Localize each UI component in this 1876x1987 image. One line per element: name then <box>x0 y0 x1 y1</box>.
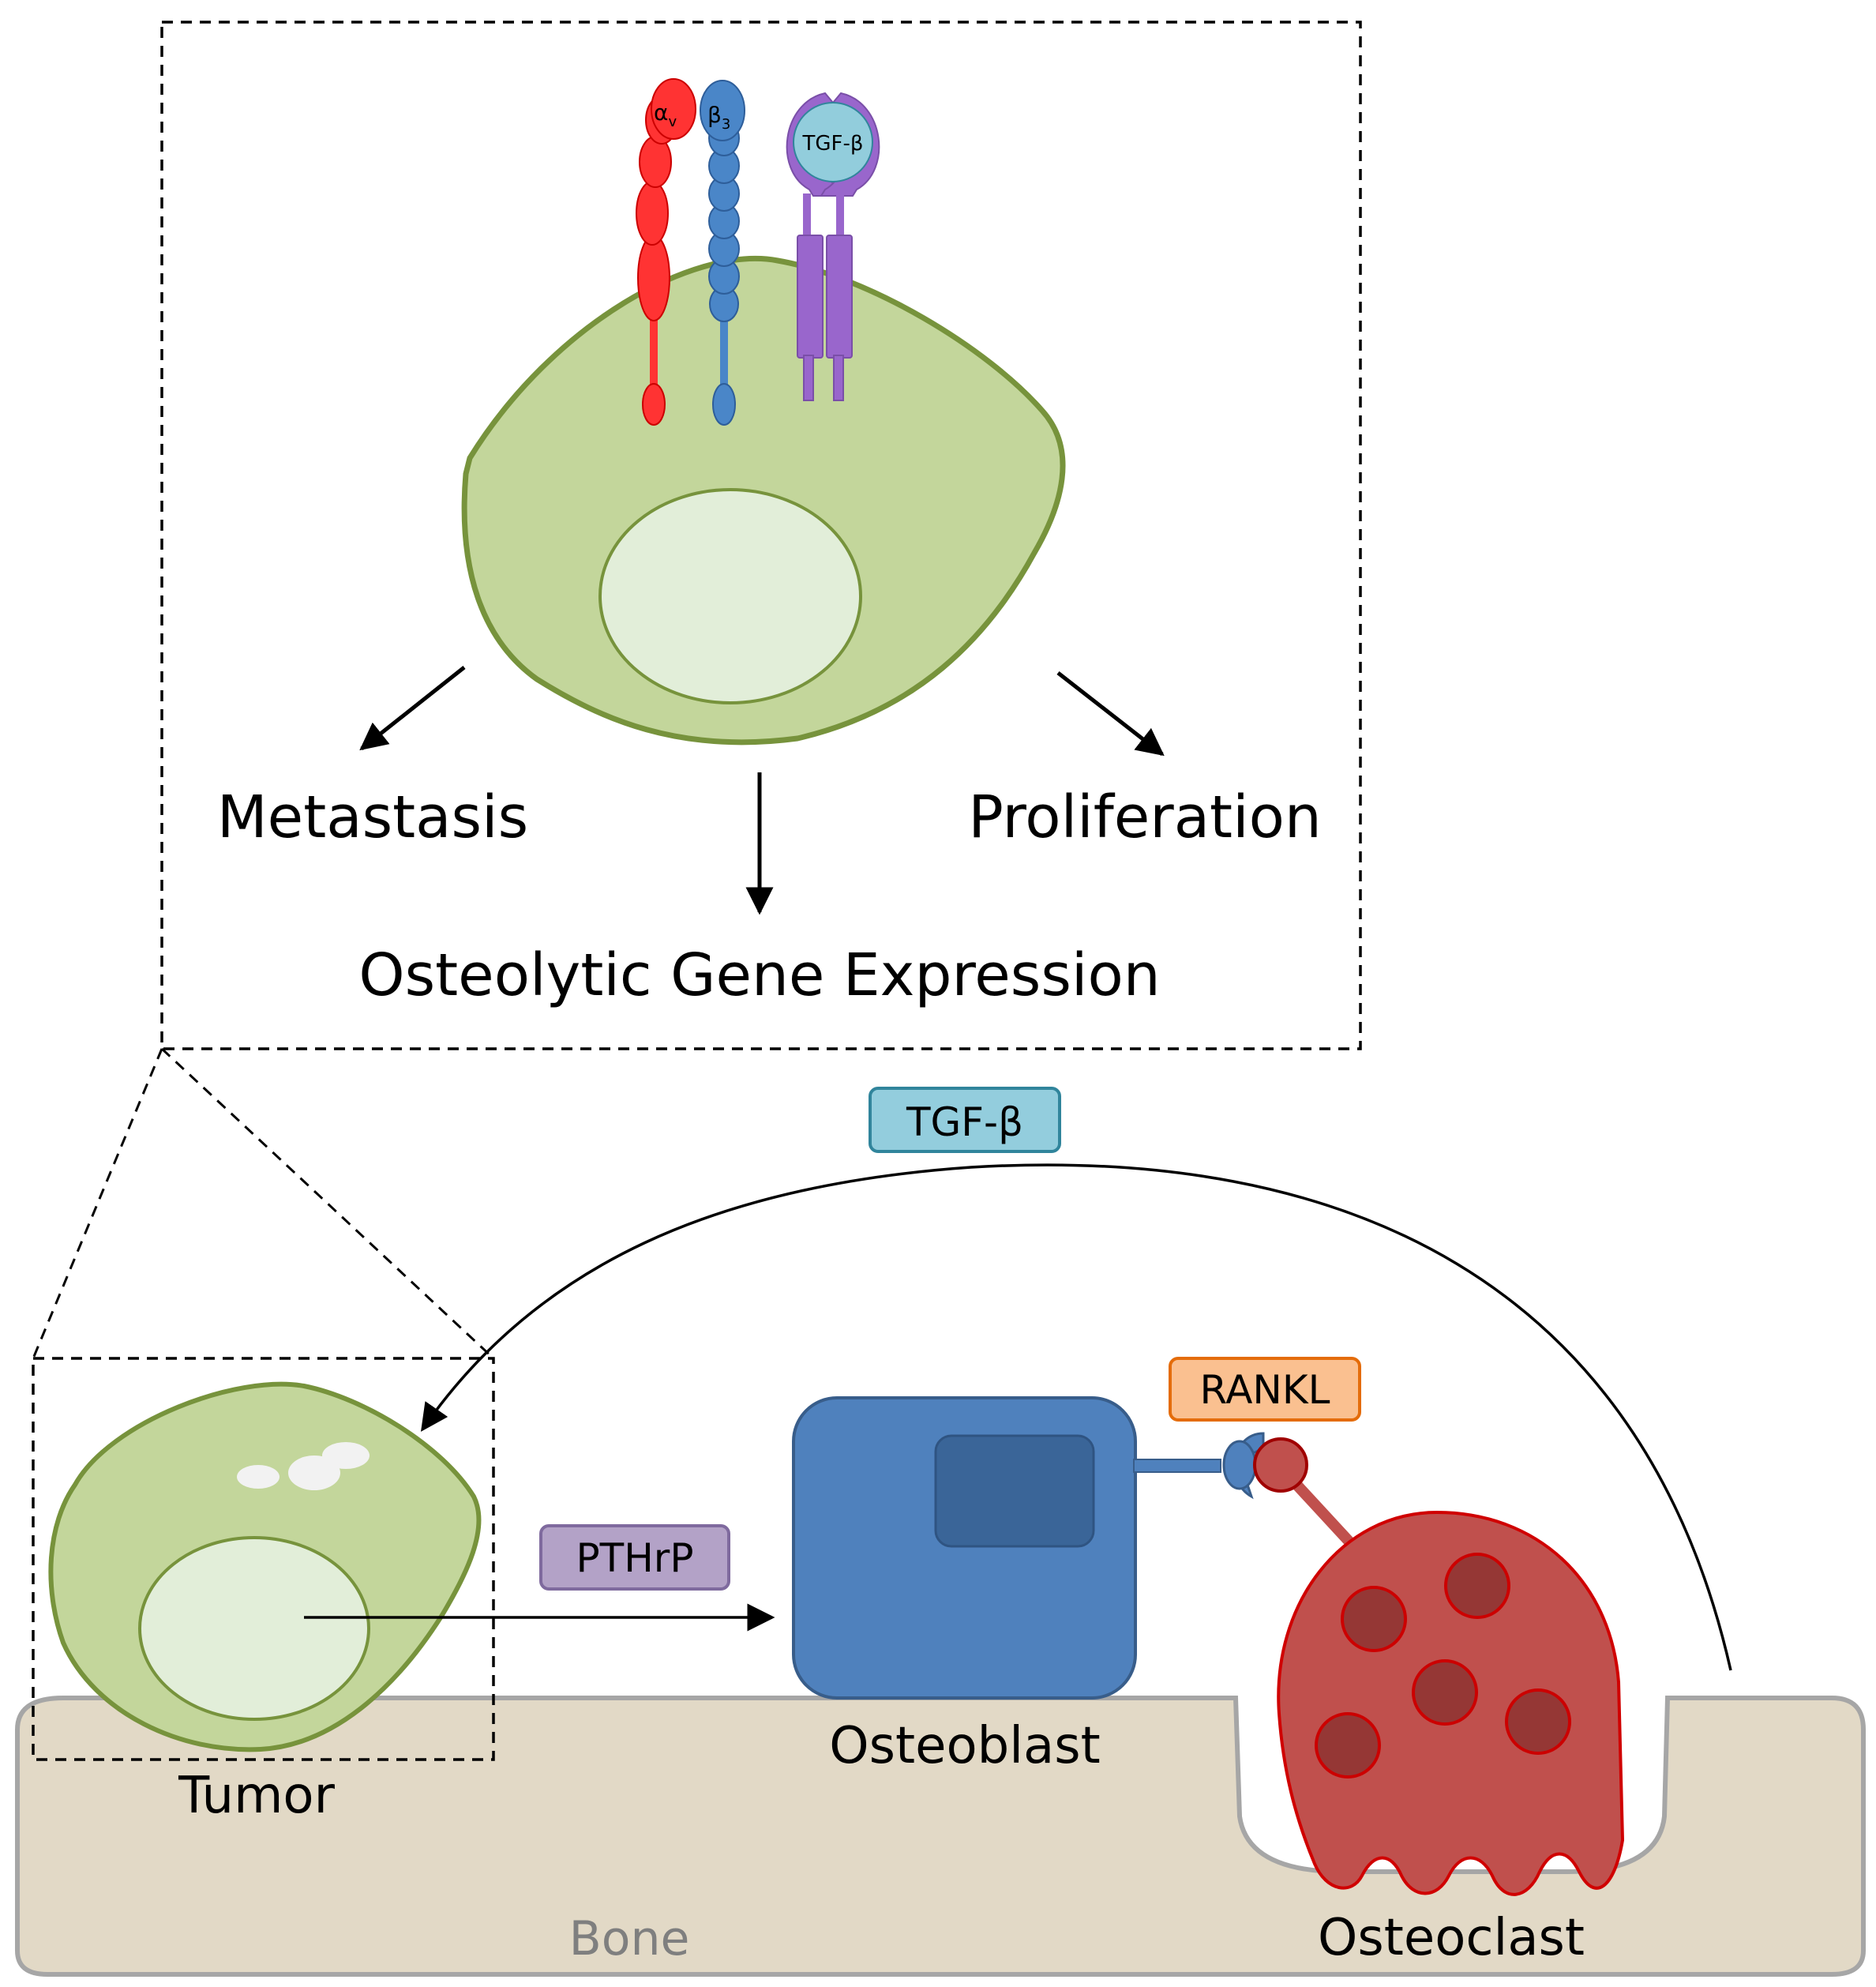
zoom-connector-left <box>32 1048 163 1359</box>
tumor-nucleus-large <box>598 488 862 704</box>
zoom-connector-right <box>160 1047 495 1360</box>
osteoclast-label: Osteoclast <box>1318 1909 1585 1967</box>
tumor-vesicle <box>322 1442 370 1469</box>
integrin-beta-3 <box>700 80 745 426</box>
osteoclast-nucleus <box>1412 1659 1478 1726</box>
integrin-alpha-v <box>636 78 696 426</box>
outcome-proliferation: Proliferation <box>968 783 1322 851</box>
beta-3-label: β3 <box>707 102 730 133</box>
rank-receptor <box>1222 1440 1257 1490</box>
rankl-signal-label: RANKL <box>1200 1367 1330 1413</box>
tumor-vesicle <box>237 1465 280 1489</box>
osteoblast-inner <box>934 1434 1095 1548</box>
arrow-to-metastasis <box>359 666 466 751</box>
bone-label: Bone <box>569 1911 690 1966</box>
tgf-beta-ligand-label: TGF-β <box>802 132 864 156</box>
outcome-metastasis: Metastasis <box>217 783 528 851</box>
tumor-nucleus-small <box>138 1536 370 1721</box>
tgf-beta-feedback-arc <box>421 1163 1732 1671</box>
tgf-beta-signal-box <box>869 1087 1061 1153</box>
tgf-beta-signal-label: TGF-β <box>906 1099 1023 1145</box>
tgf-beta-ligand <box>793 102 873 182</box>
zoom-panel-border <box>160 21 1362 1050</box>
osteoblast-label: Osteoblast <box>829 1717 1100 1775</box>
pthrp-signal-box <box>539 1524 730 1591</box>
outcome-osteolytic-gene-expression: Osteolytic Gene Expression <box>358 941 1160 1009</box>
osteoclast-nucleus <box>1315 1712 1381 1779</box>
alpha-v-label: αv <box>654 100 677 130</box>
rankl-ligand <box>1253 1437 1308 1493</box>
tumor-label: Tumor <box>178 1767 335 1825</box>
rankl-signal-box <box>1169 1357 1361 1422</box>
tumor-vesicle <box>288 1456 340 1490</box>
osteoclast-nucleus <box>1505 1688 1571 1755</box>
tumor-zoom-box <box>32 1357 495 1761</box>
arrow-to-proliferation <box>1056 671 1165 757</box>
bone <box>15 1696 1866 1977</box>
osteoblast-rankl-stalk <box>1133 1459 1221 1473</box>
osteoclast-nucleus <box>1444 1553 1510 1619</box>
pthrp-signal-label: PTHrP <box>576 1535 694 1581</box>
osteoclast-nucleus <box>1341 1586 1407 1652</box>
